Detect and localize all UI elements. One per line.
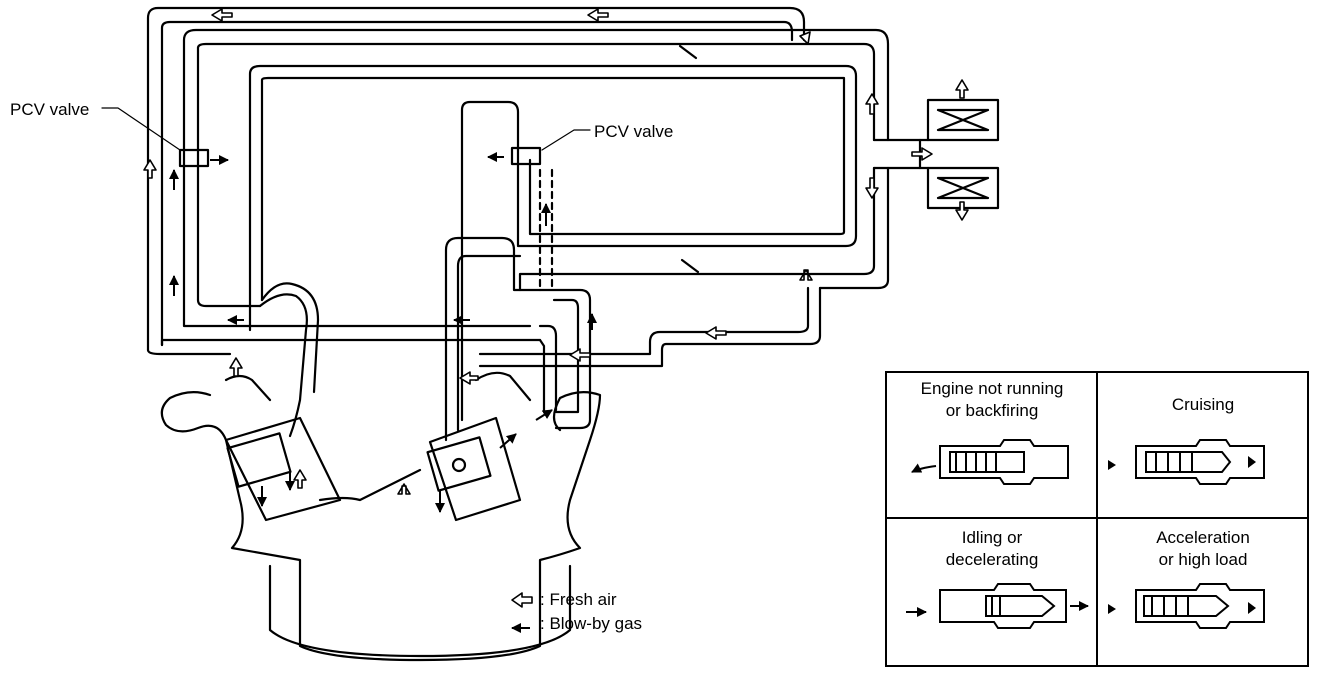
left-bank-hose-d (196, 298, 262, 308)
right-side-hose-b (552, 298, 580, 414)
fresh-air-arrow-9 (705, 326, 727, 340)
right-riser-outer (460, 100, 520, 422)
legend-fresh-air-arrow (511, 592, 533, 608)
left-riser-inner (260, 282, 320, 394)
right-riser-b (456, 254, 522, 432)
piston-pin-right (451, 457, 467, 473)
legend-blow-by-gas: : Blow-by gas (540, 614, 643, 633)
valve-idling (939, 583, 1067, 629)
check-valve-top (678, 44, 698, 60)
check-valve-bottom (680, 258, 700, 274)
throttle-valve-upper (936, 108, 990, 132)
pcv-right-leader (541, 129, 591, 151)
fresh-air-arrow-8 (955, 201, 969, 221)
left-bank-hose-b (160, 338, 542, 347)
pcv-valve-label-right: PCV valve (594, 122, 674, 141)
lower-return-hose-inner (518, 166, 876, 292)
state-acceleration-title: Acceleration or high load (1156, 528, 1250, 569)
valve-not-running (939, 439, 1069, 485)
valve-acceleration (1135, 583, 1265, 629)
fresh-air-arrow-5 (799, 269, 813, 281)
fresh-air-arrow-4 (865, 177, 879, 199)
cylinder-bank-left (224, 416, 342, 522)
right-riser-inner (444, 236, 542, 442)
left-bank-hose-a (146, 348, 232, 356)
left-bank-hose-c (182, 318, 532, 328)
fresh-air-arrow-16 (397, 483, 411, 495)
crankcase-v (318, 468, 422, 502)
second-hose-inner (196, 42, 876, 302)
fresh-air-arrow-14 (799, 31, 811, 45)
pcv-left-leader (101, 107, 181, 151)
lower-return-hose-outer (818, 166, 890, 290)
legend-fresh-air: : Fresh air (540, 590, 617, 609)
blowby-arrow-12 (499, 433, 517, 449)
fresh-air-arrow-3 (865, 93, 879, 115)
throttle-body-upper (926, 98, 1000, 142)
valve-arrow-cruise-mid (1248, 456, 1256, 468)
cylinder-bank-right (428, 416, 522, 522)
intake-port-left (224, 374, 272, 402)
pcv-valve-right-body (510, 146, 542, 166)
state-not-running-title: Engine not running or backfiring (920, 379, 1064, 420)
fresh-air-arrow-1 (211, 8, 233, 22)
fresh-air-arrow-6 (911, 147, 933, 161)
fresh-air-arrow-13 (143, 159, 157, 179)
inner-hose-outer (248, 64, 858, 332)
pcv-valve-label-left: PCV valve (10, 100, 90, 119)
right-bank-long-hose-inner (478, 286, 822, 368)
engine-block (160, 391, 602, 662)
valve-arrow-accel-mid (1248, 602, 1256, 614)
valve-cruising (1135, 439, 1265, 485)
oil-pan (268, 564, 572, 658)
fresh-air-arrow-11 (229, 357, 243, 377)
blowby-arrow-13 (535, 409, 553, 421)
fresh-air-arrow-10 (569, 348, 591, 362)
right-bank-stub (538, 324, 558, 412)
state-idling-title: Idling or decelerating (945, 528, 1039, 569)
pcv-valve-left-body (178, 148, 210, 168)
throttle-valve-lower (936, 176, 990, 200)
inner-hose-inner (260, 76, 846, 302)
valve-arrow-accel-in (1108, 604, 1116, 614)
piston-right (426, 436, 492, 492)
piston-left (226, 432, 292, 488)
intake-port-right (474, 371, 532, 402)
fresh-air-arrow-15 (293, 469, 307, 489)
fresh-air-arrow-2 (587, 8, 609, 22)
valve-arrow-backfire (911, 463, 937, 473)
left-riser-outer (258, 293, 308, 438)
outer-hose-inner (160, 20, 794, 347)
right-bank-long-hose-outer (478, 286, 810, 356)
right-side-hose (538, 288, 592, 430)
second-hose-outer (182, 28, 890, 322)
outer-hose-outer (146, 6, 806, 352)
state-cruising-title: Cruising (1171, 395, 1235, 414)
fresh-air-arrow-7 (955, 79, 969, 99)
right-bank-stub-b (538, 338, 546, 412)
valve-arrow-cruise-in (1108, 460, 1116, 470)
fresh-air-arrow-12 (459, 371, 479, 385)
